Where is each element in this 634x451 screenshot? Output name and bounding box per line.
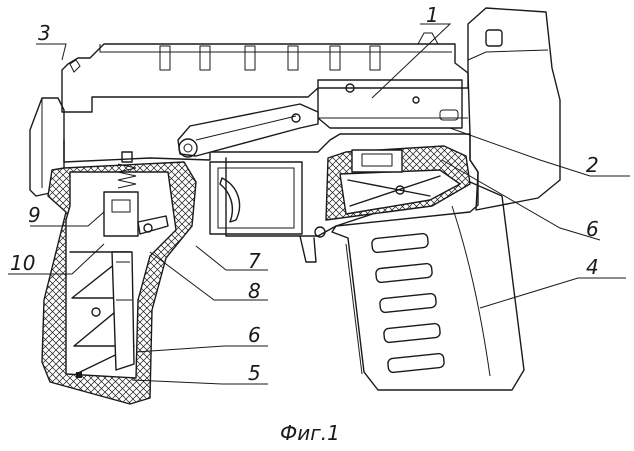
stock [467,7,561,211]
figure-caption: Фиг.1 [280,421,340,445]
pistol-grip [41,151,197,405]
callout-6-magazine: 6 [586,217,599,241]
callout-2: 2 [586,153,599,177]
callout-9: 9 [28,203,41,227]
leader-lines [8,23,630,385]
callout-3: 3 [38,21,51,45]
callout-4: 4 [586,255,599,279]
magazine [325,145,525,391]
callout-8: 8 [248,279,261,303]
callout-10: 10 [10,251,35,275]
callout-6-grip: 6 [248,323,261,347]
callout-7: 7 [248,249,261,273]
callout-1: 1 [426,3,439,27]
lower-receiver [63,79,479,263]
callout-5: 5 [248,361,261,385]
